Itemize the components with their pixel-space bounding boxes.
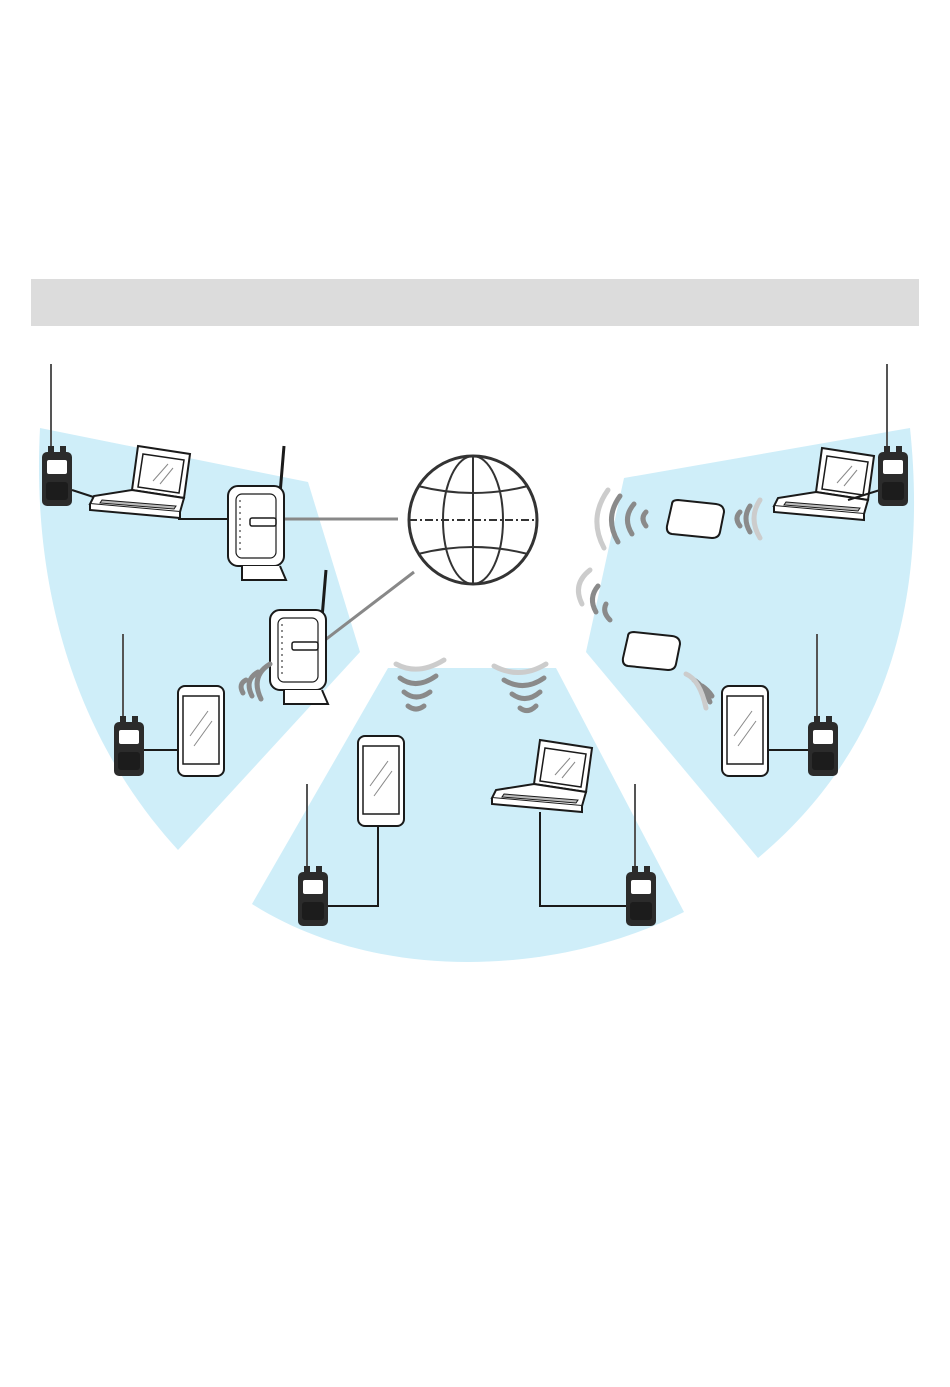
mobile-router-icon xyxy=(667,500,724,538)
globe-icon xyxy=(409,456,537,584)
mobile-router-icon xyxy=(623,632,680,670)
tablet-icon xyxy=(178,686,224,776)
tablet-icon xyxy=(358,736,404,826)
wifi-router-icon xyxy=(228,446,286,580)
tablet-icon xyxy=(722,686,768,776)
